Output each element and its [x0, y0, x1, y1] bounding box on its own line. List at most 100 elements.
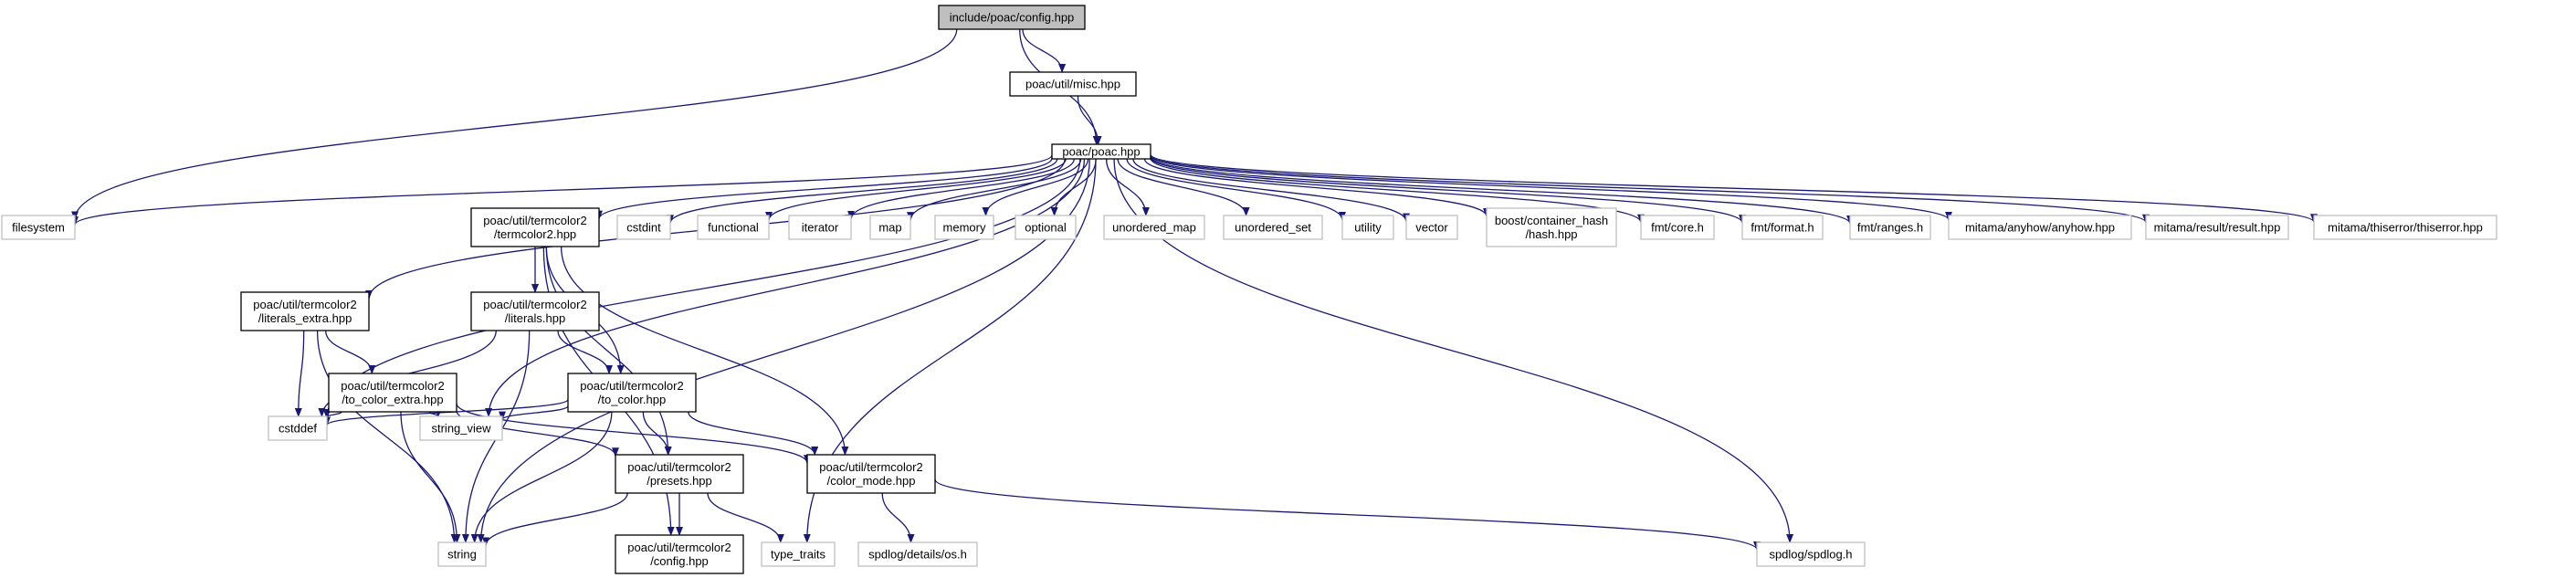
node-spdlog-os: spdlog/details/os.h: [857, 541, 978, 567]
node-label: spdlog/details/os.h: [868, 548, 967, 562]
edge-poac-to-iterator: [847, 158, 1075, 220]
node-vector: vector: [1405, 215, 1458, 240]
node-label: fmt/format.h: [1751, 221, 1814, 235]
node-label: fmt/core.h: [1651, 221, 1704, 235]
edge-to_color-to-string: [470, 411, 613, 543]
node-config-root[interactable]: include/poac/config.hpp: [938, 5, 1086, 30]
edge-presets-to-string: [482, 492, 628, 547]
node-label: poac/util/termcolor2: [627, 460, 731, 474]
node-label: /literals_extra.hpp: [258, 311, 352, 325]
node-box: [938, 5, 1086, 30]
node-type-traits: type_traits: [761, 541, 836, 567]
node-box: [1741, 215, 1824, 240]
edge-layer: [71, 28, 2318, 551]
edge-poac-to-map: [907, 158, 1082, 222]
node-to-color[interactable]: poac/util/termcolor2/to_color.hpp: [567, 373, 697, 413]
node-box: [419, 415, 503, 441]
node-poac[interactable]: poac/poac.hpp: [1051, 143, 1151, 160]
node-literals-extra[interactable]: poac/util/termcolor2/literals_extra.hpp: [240, 291, 370, 331]
edge-poac-to-string_view: [485, 158, 1086, 417]
node-box: [470, 207, 600, 247]
node-label: boost/container_hash: [1495, 214, 1608, 227]
node-label: poac/util/termcolor2: [483, 214, 586, 227]
node-label: /config.hpp: [650, 554, 709, 568]
node-box: [806, 454, 936, 494]
node-label: poac/util/termcolor2: [580, 379, 683, 393]
edge-poac-to-memory: [982, 158, 1089, 216]
node-label: include/poac/config.hpp: [950, 11, 1075, 25]
node-label: poac/poac.hpp: [1062, 145, 1140, 159]
edge-termcolor2-to-color_mode: [560, 246, 849, 456]
node-box: [1223, 215, 1323, 240]
node-config2[interactable]: poac/util/termcolor2/config.hpp: [615, 534, 744, 574]
node-label: string_view: [431, 422, 491, 436]
node-utility: utility: [1341, 215, 1394, 240]
node-box: [1103, 215, 1205, 240]
node-iterator: iterator: [788, 215, 852, 240]
edge-poac-to-result: [1150, 154, 2150, 224]
node-box: [1051, 143, 1151, 160]
node-label: iterator: [802, 221, 839, 235]
node-box: [470, 291, 600, 331]
node-spdlog: spdlog/spdlog.h: [1756, 541, 1866, 567]
edge-to_color-to-color_mode: [688, 411, 819, 456]
node-layer: include/poac/config.hpp poac/util/misc.hp…: [1, 5, 2497, 574]
node-misc[interactable]: poac/util/misc.hpp: [1009, 71, 1137, 97]
node-box: [869, 215, 911, 240]
node-box: [615, 534, 744, 574]
node-label: functional: [708, 221, 759, 235]
edge-poac-to-unordered_map: [1105, 158, 1150, 216]
edge-poac-to-utility: [1126, 158, 1346, 221]
node-label: mitama/result/result.hpp: [2154, 221, 2281, 235]
edge-poac-to-filesystem: [71, 154, 1053, 226]
edge-poac-to-vector: [1132, 158, 1410, 223]
node-box: [1341, 215, 1394, 240]
node-fmt-format: fmt/format.h: [1741, 215, 1824, 240]
node-label: optional: [1025, 221, 1067, 235]
edge-literals-to-to_color: [557, 330, 613, 374]
node-literals[interactable]: poac/util/termcolor2/literals.hpp: [470, 291, 600, 331]
node-label: unordered_map: [1112, 221, 1196, 235]
node-label: vector: [1415, 221, 1448, 235]
node-box: [1756, 541, 1866, 567]
node-label: filesystem: [12, 221, 65, 235]
node-container-hash: boost/container_hash/hash.hpp: [1486, 207, 1617, 247]
node-box: [2145, 215, 2289, 240]
node-box: [697, 215, 770, 240]
node-filesystem: filesystem: [1, 215, 76, 240]
node-label: poac/util/misc.hpp: [1025, 78, 1120, 91]
edge-poac-to-thiserror: [1150, 153, 2318, 224]
node-color-mode[interactable]: poac/util/termcolor2/color_mode.hpp: [806, 454, 936, 494]
node-termcolor2[interactable]: poac/util/termcolor2/termcolor2.hpp: [470, 207, 600, 247]
node-box: [268, 415, 328, 441]
node-label: spdlog/spdlog.h: [1769, 548, 1852, 562]
node-presets[interactable]: poac/util/termcolor2/presets.hpp: [615, 454, 744, 494]
node-fmt-ranges: fmt/ranges.h: [1849, 215, 1931, 240]
node-label: poac/util/termcolor2: [253, 298, 356, 311]
node-box: [1849, 215, 1931, 240]
edge-to_color-to-presets: [642, 411, 672, 456]
node-result: mitama/result/result.hpp: [2145, 215, 2289, 240]
node-label: /hash.hpp: [1525, 227, 1577, 241]
node-label: /to_color_extra.hpp: [342, 393, 443, 406]
edge-poac-to-cstdint: [667, 158, 1058, 225]
node-map: map: [869, 215, 911, 240]
node-to-color-extra[interactable]: poac/util/termcolor2/to_color_extra.hpp: [328, 373, 457, 413]
node-label: /color_mode.hpp: [827, 474, 916, 488]
node-box: [1640, 215, 1715, 240]
node-box: [328, 373, 457, 413]
edge-poac-to-fmt_format: [1150, 156, 1746, 225]
node-label: string: [447, 548, 477, 562]
edge-config_root-to-filesystem: [71, 28, 958, 221]
node-cstddef: cstddef: [268, 415, 328, 441]
node-unordered-map: unordered_map: [1103, 215, 1205, 240]
node-string: string: [437, 541, 487, 567]
edge-color_mode-to-spdlog: [934, 478, 1761, 551]
node-label: /presets.hpp: [647, 474, 712, 488]
node-anyhow: mitama/anyhow/anyhow.hpp: [1948, 215, 2132, 240]
edge-poac-to-fmt_ranges: [1150, 155, 1854, 225]
edge-poac-to-anyhow: [1150, 154, 1952, 221]
node-box: [788, 215, 852, 240]
node-box: [437, 541, 487, 567]
